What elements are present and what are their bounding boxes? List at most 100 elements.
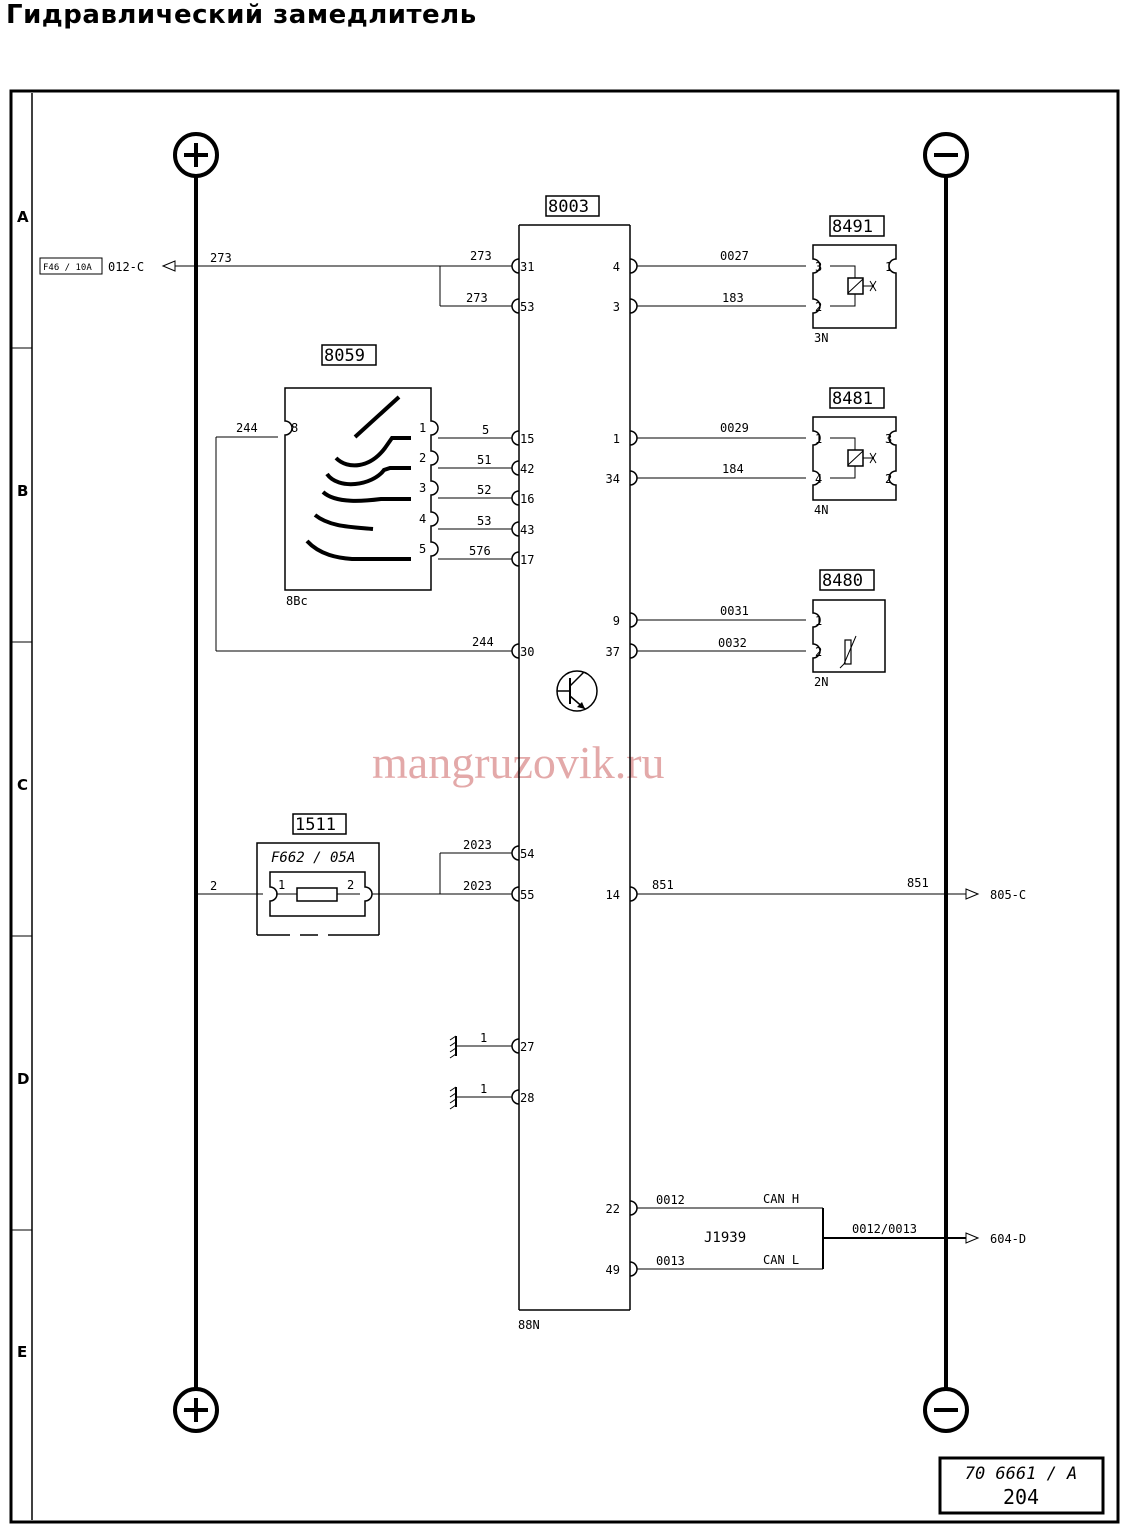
negative-rail xyxy=(923,132,969,1433)
wire-label: 2023 xyxy=(463,838,492,852)
relay2-id-label: 8481 xyxy=(832,389,873,409)
pin-1-label: 1 xyxy=(613,432,620,446)
pin-53-label: 53 xyxy=(520,300,534,314)
relay2-connector-label: 4N xyxy=(814,503,828,517)
relay-8481: 8481 1 4 3 2 4N 0029 184 xyxy=(637,387,897,517)
switch-pin-label: 1 xyxy=(419,421,426,435)
ecu-right-terminals: 4 3 1 34 9 37 14 22 49 xyxy=(606,258,638,1277)
pin-9-label: 9 xyxy=(613,614,620,628)
sensor-pin-label: 2 xyxy=(815,645,822,659)
zone-labels: A B C D E xyxy=(17,208,29,1361)
fuse-rating-label: F662 / 05A xyxy=(271,850,355,866)
wire-label: 273 xyxy=(210,251,232,265)
wire-273: 273 273 273 F46 / 10A 012-C xyxy=(39,249,512,307)
sensor-connector-label: 2N xyxy=(814,675,828,689)
minus-icon xyxy=(923,1387,969,1433)
fuse-pin-label: 1 xyxy=(278,878,285,892)
pin-4-label: 4 xyxy=(613,260,620,274)
zone-b-label: B xyxy=(17,482,28,500)
fuse-ref-box xyxy=(39,257,103,275)
relay2-pin-label: 2 xyxy=(885,472,892,486)
destination-label: 805-C xyxy=(990,888,1026,902)
wire-label: 851 xyxy=(907,876,929,890)
wire-label: 0032 xyxy=(718,636,747,650)
pin-14-label: 14 xyxy=(606,888,620,902)
pin-28-label: 28 xyxy=(520,1091,534,1105)
wire-label: 0012/0013 xyxy=(852,1222,917,1236)
pin-3-label: 3 xyxy=(613,300,620,314)
pin-55-label: 55 xyxy=(520,888,534,902)
zone-c-label: C xyxy=(17,776,28,794)
fuse-pin-label: 2 xyxy=(347,878,354,892)
plus-icon xyxy=(173,1387,219,1433)
minus-icon xyxy=(923,132,969,178)
switch-id-label: 8059 xyxy=(324,346,365,366)
wire-label: 244 xyxy=(236,421,258,435)
switch-pin-label: 5 xyxy=(419,542,426,556)
switch-8059: 8059 8Bc 8 1 2 3 4 5 5 51 52 53 576 244 xyxy=(215,344,512,652)
page-title: Гидравлический замедлитель xyxy=(6,0,477,30)
can-l-label: CAN L xyxy=(763,1253,799,1267)
switch-common-pin: 8 xyxy=(291,421,298,435)
doc-number-label: 70 6661 / A xyxy=(965,1464,1078,1484)
plus-icon xyxy=(173,132,219,178)
relay2-pin-label: 3 xyxy=(885,432,892,446)
wire-label: 0027 xyxy=(720,249,749,263)
wire-label: 0012 xyxy=(656,1193,685,1207)
wire-label: 1 xyxy=(480,1031,487,1045)
wire-label: 576 xyxy=(469,544,491,558)
wire-label: 51 xyxy=(477,453,491,467)
wire-851: 851 851 805-C xyxy=(637,876,1026,902)
relay-8491: 8491 3 2 1 3N 0027 183 xyxy=(637,215,897,345)
wire-label: 273 xyxy=(470,249,492,263)
pin-15-label: 15 xyxy=(520,432,534,446)
wire-label: 0031 xyxy=(720,604,749,618)
ecu-8003: 8003 88N xyxy=(518,195,631,1332)
switch-pin-label: 2 xyxy=(419,451,426,465)
wire-label: 2 xyxy=(210,879,217,893)
relay1-id-label: 8491 xyxy=(832,217,873,237)
relay1-connector-label: 3N xyxy=(814,331,828,345)
wire-label: 273 xyxy=(466,291,488,305)
can-h-label: CAN H xyxy=(763,1192,799,1206)
switch-contact-arms xyxy=(305,395,411,561)
ecu-left-terminals: 31 53 15 42 16 43 17 30 54 55 27 28 xyxy=(511,258,534,1105)
page-number-label: 204 xyxy=(1003,1485,1039,1509)
fuse-ref-dest: 012-C xyxy=(108,260,144,274)
relay1-pin-label: 2 xyxy=(815,300,822,314)
relay1-pin-label: 3 xyxy=(815,260,822,274)
destination-label: 604-D xyxy=(990,1232,1026,1246)
title-block: 70 6661 / A 204 xyxy=(938,1456,1105,1515)
wire-label: 851 xyxy=(652,878,674,892)
pin-43-label: 43 xyxy=(520,523,534,537)
relay2-pin-label: 1 xyxy=(815,432,822,446)
pin-17-label: 17 xyxy=(520,553,534,567)
positive-rail xyxy=(173,132,219,1433)
wire-label: 0013 xyxy=(656,1254,685,1268)
fuse-1511: 1511 F662 / 05A 1 2 2 2023 2023 xyxy=(196,813,512,936)
relay-coil-icon xyxy=(830,437,877,479)
switch-pin-label: 4 xyxy=(419,512,426,526)
wire-label: 5 xyxy=(482,423,489,437)
pin-49-label: 49 xyxy=(606,1263,620,1277)
sensor-8480: 8480 1 2 2N 0031 0032 xyxy=(637,569,886,689)
zone-a-label: A xyxy=(17,208,29,226)
pin-22-label: 22 xyxy=(606,1202,620,1216)
pin-16-label: 16 xyxy=(520,492,534,506)
zone-d-label: D xyxy=(17,1070,29,1088)
ecu-connector-label: 88N xyxy=(518,1318,540,1332)
can-bus-label: J1939 xyxy=(704,1230,746,1246)
wire-label: 244 xyxy=(472,635,494,649)
relay1-pin-label: 1 xyxy=(885,260,892,274)
switch-pin-label: 3 xyxy=(419,481,426,495)
ground-connections: 1 1 xyxy=(449,1031,512,1110)
pin-31-label: 31 xyxy=(520,260,534,274)
can-bus-j1939: 0012 0013 CAN H CAN L J1939 0012/0013 60… xyxy=(637,1192,1026,1270)
zone-e-label: E xyxy=(17,1343,27,1361)
ecu-id-label: 8003 xyxy=(548,197,589,217)
sensor-pin-label: 1 xyxy=(815,614,822,628)
relay-coil-icon xyxy=(830,265,877,307)
wire-label: 1 xyxy=(480,1082,487,1096)
fuse-ref-tag: F46 / 10A xyxy=(43,263,92,273)
